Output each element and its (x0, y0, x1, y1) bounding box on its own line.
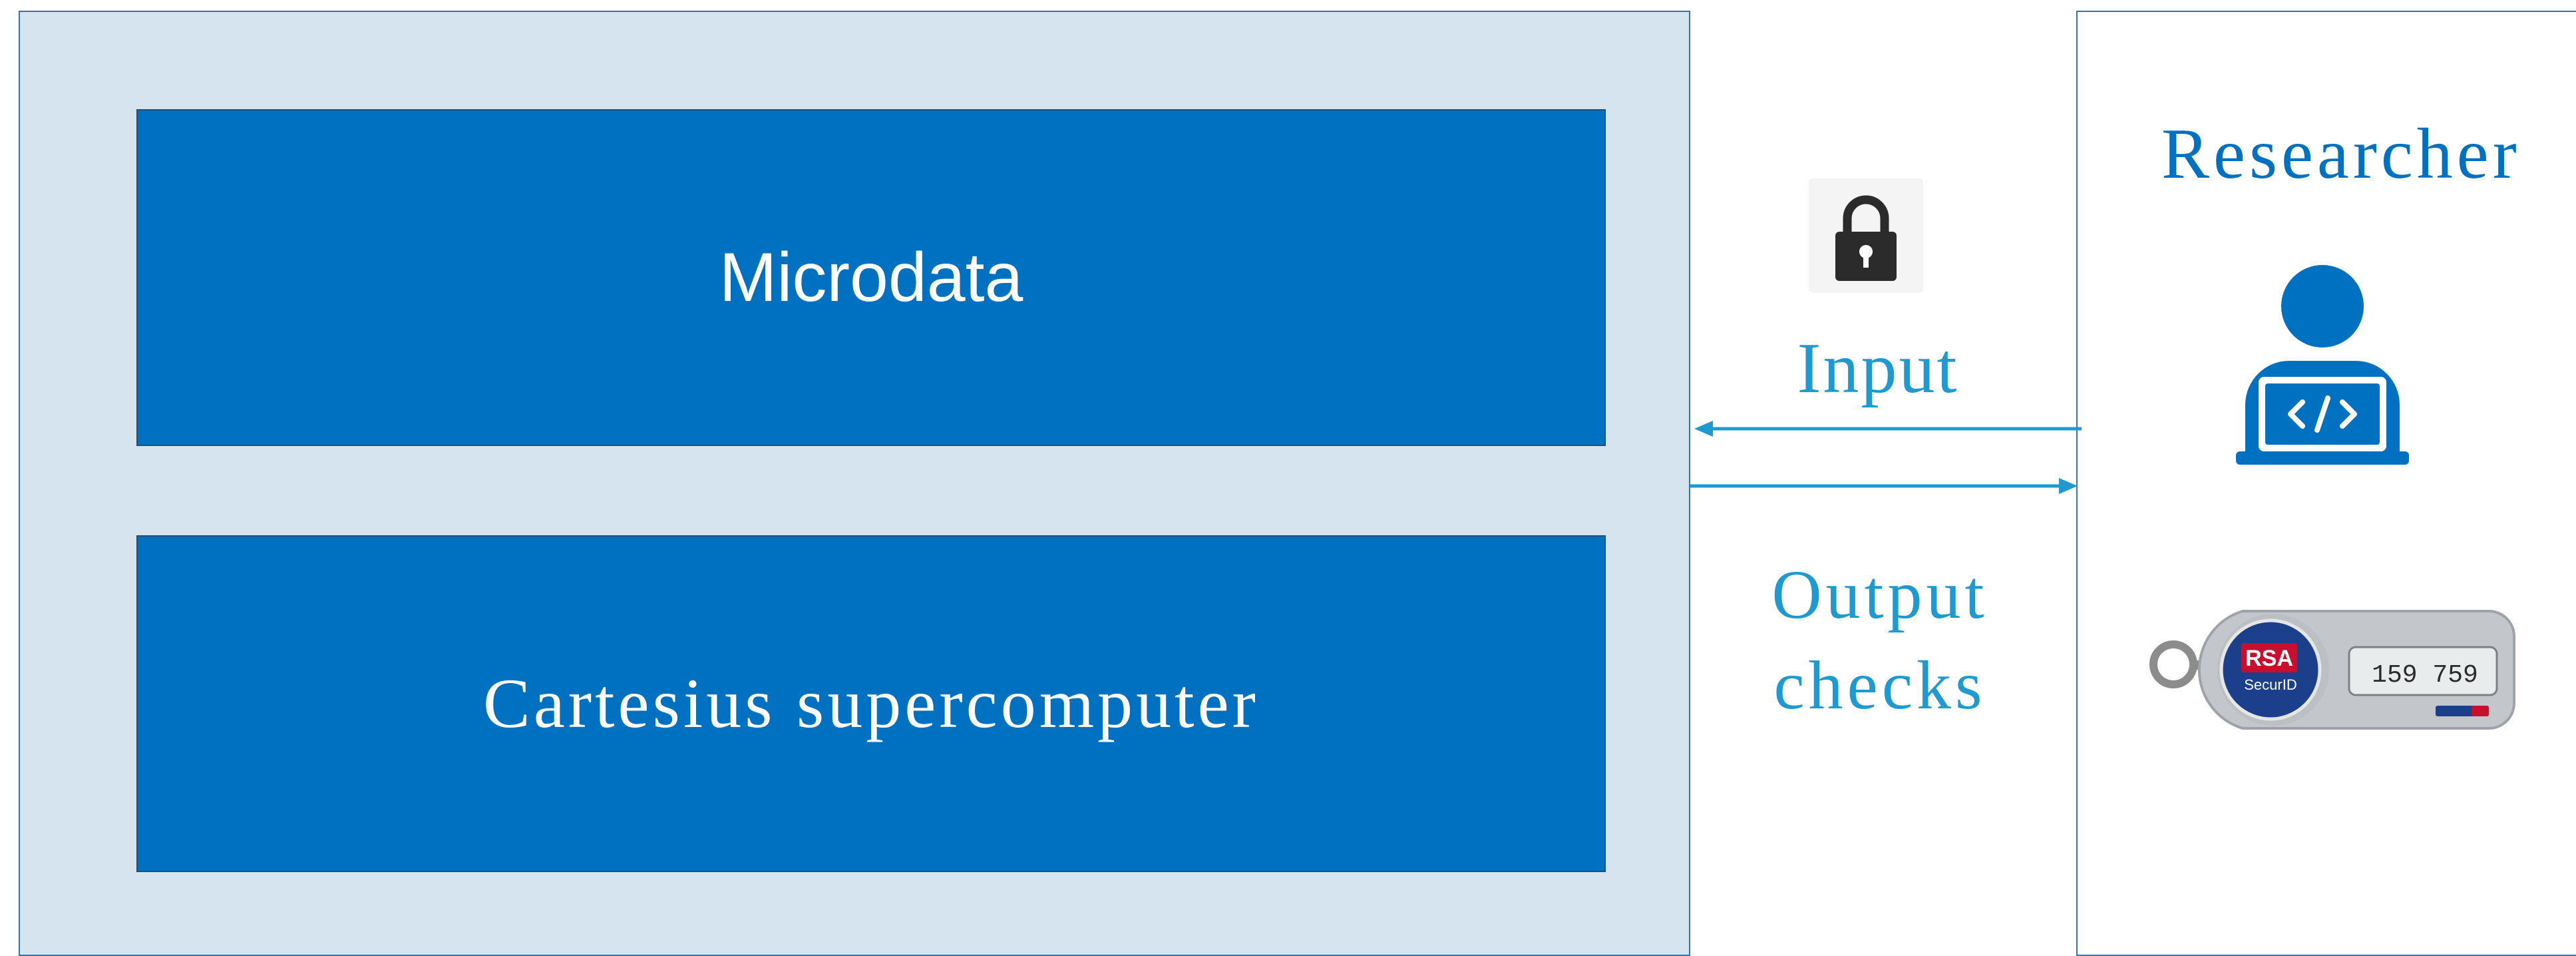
token-brand: RSA (2245, 646, 2293, 671)
microdata-label: Microdata (719, 238, 1023, 316)
researcher-title: Researcher (2161, 115, 2521, 194)
microdata-box: Microdata (136, 109, 1606, 446)
code-icon (2288, 395, 2357, 433)
input-arrow (1694, 421, 2082, 437)
supercomputer-label: Cartesius supercomputer (483, 664, 1259, 742)
rsa-securid-token-icon: RSA SecurID 159 759 (2143, 589, 2515, 746)
input-label: Input (1797, 329, 1959, 408)
token-code: 159 759 (2372, 661, 2478, 690)
output-label-line2: checks (1773, 647, 1986, 724)
researcher-panel (2076, 11, 2576, 956)
output-arrow (1690, 478, 2078, 494)
output-checks-label: Output checks (1744, 550, 2016, 731)
token-product: SecurID (2244, 676, 2297, 693)
person-with-laptop-icon (2236, 265, 2409, 465)
output-label-line1: Output (1771, 557, 1988, 633)
supercomputer-box: Cartesius supercomputer (136, 535, 1606, 872)
padlock-icon (1809, 178, 1923, 293)
secure-environment-panel: Microdata Cartesius supercomputer (19, 11, 1690, 956)
